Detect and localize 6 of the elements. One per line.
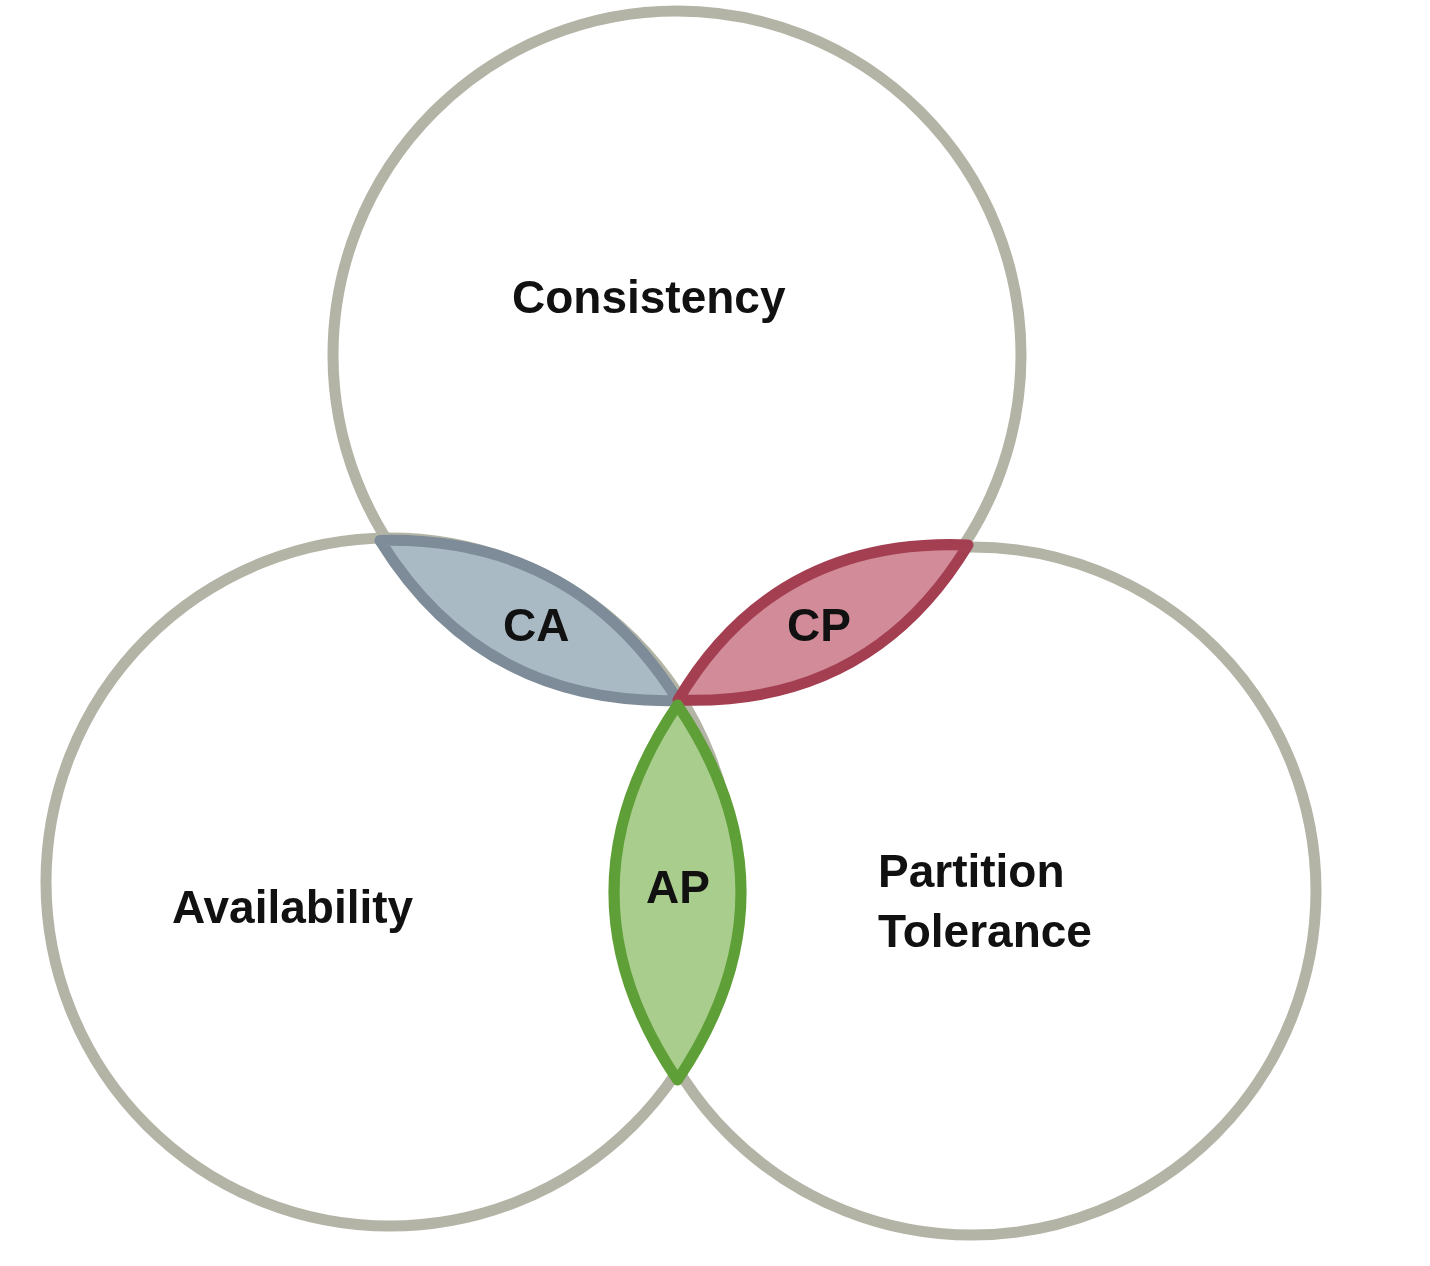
overlap-label: CP <box>787 598 851 653</box>
set-label: Availability <box>172 880 414 935</box>
set-label: Partition Tolerance <box>878 844 1093 959</box>
set-label: Consistency <box>512 270 786 325</box>
overlap-label: CA <box>503 598 570 653</box>
overlap-label: AP <box>646 860 710 915</box>
